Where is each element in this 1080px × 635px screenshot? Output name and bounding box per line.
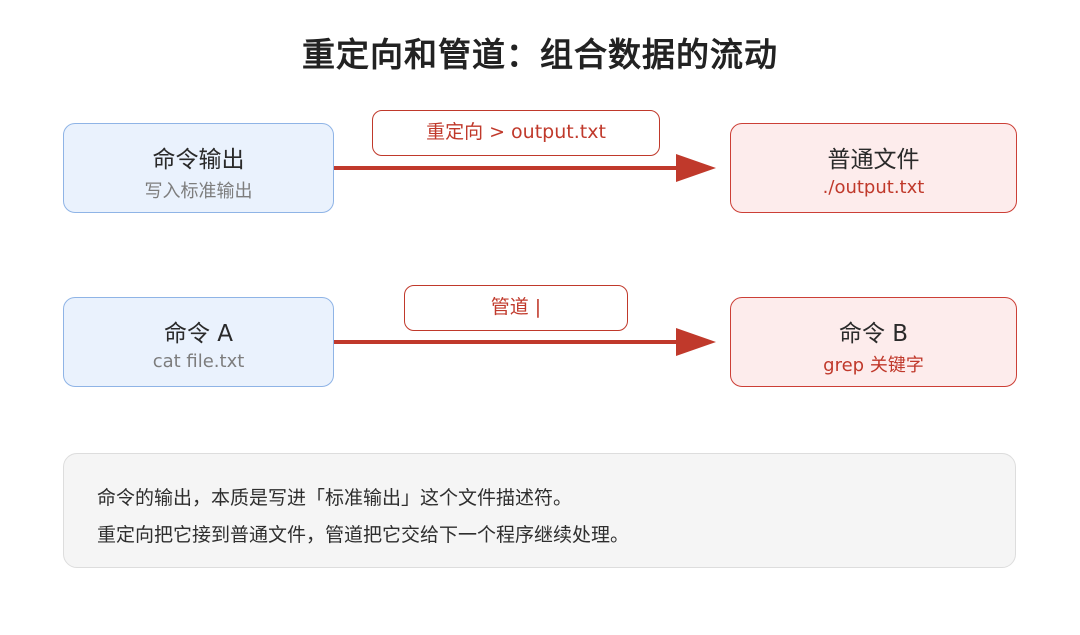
redirect-arrow [334,154,716,182]
command-b-subtitle: grep 关键字 [823,355,924,376]
regular-file-title: 普通文件 [827,147,920,173]
command-b-title: 命令 B [838,321,909,347]
redirect-label: 重定向 > output.txt [372,110,660,156]
command-output-subtitle: 写入标准输出 [144,181,253,202]
note-line-2: 重定向把它接到普通文件，管道把它交给下一个程序继续处理。 [97,524,630,546]
pipe-arrow [334,328,716,356]
regular-file-subtitle: ./output.txt [822,177,925,198]
command-output-box: 命令输出 写入标准输出 [63,123,334,213]
pipe-label: 管道 | [404,285,628,331]
note-line-1: 命令的输出，本质是写进「标准输出」这个文件描述符。 [97,487,573,509]
regular-file-box: 普通文件 ./output.txt [730,123,1017,213]
command-b-box: 命令 B grep 关键字 [730,297,1017,387]
diagram-title: 重定向和管道：组合数据的流动 [302,35,778,74]
command-a-subtitle: cat file.txt [152,351,245,372]
command-a-title: 命令 A [163,321,234,347]
command-a-box: 命令 A cat file.txt [63,297,334,387]
command-output-title: 命令输出 [152,147,245,173]
explanation-note: 命令的输出，本质是写进「标准输出」这个文件描述符。 重定向把它接到普通文件，管道… [63,453,1016,568]
